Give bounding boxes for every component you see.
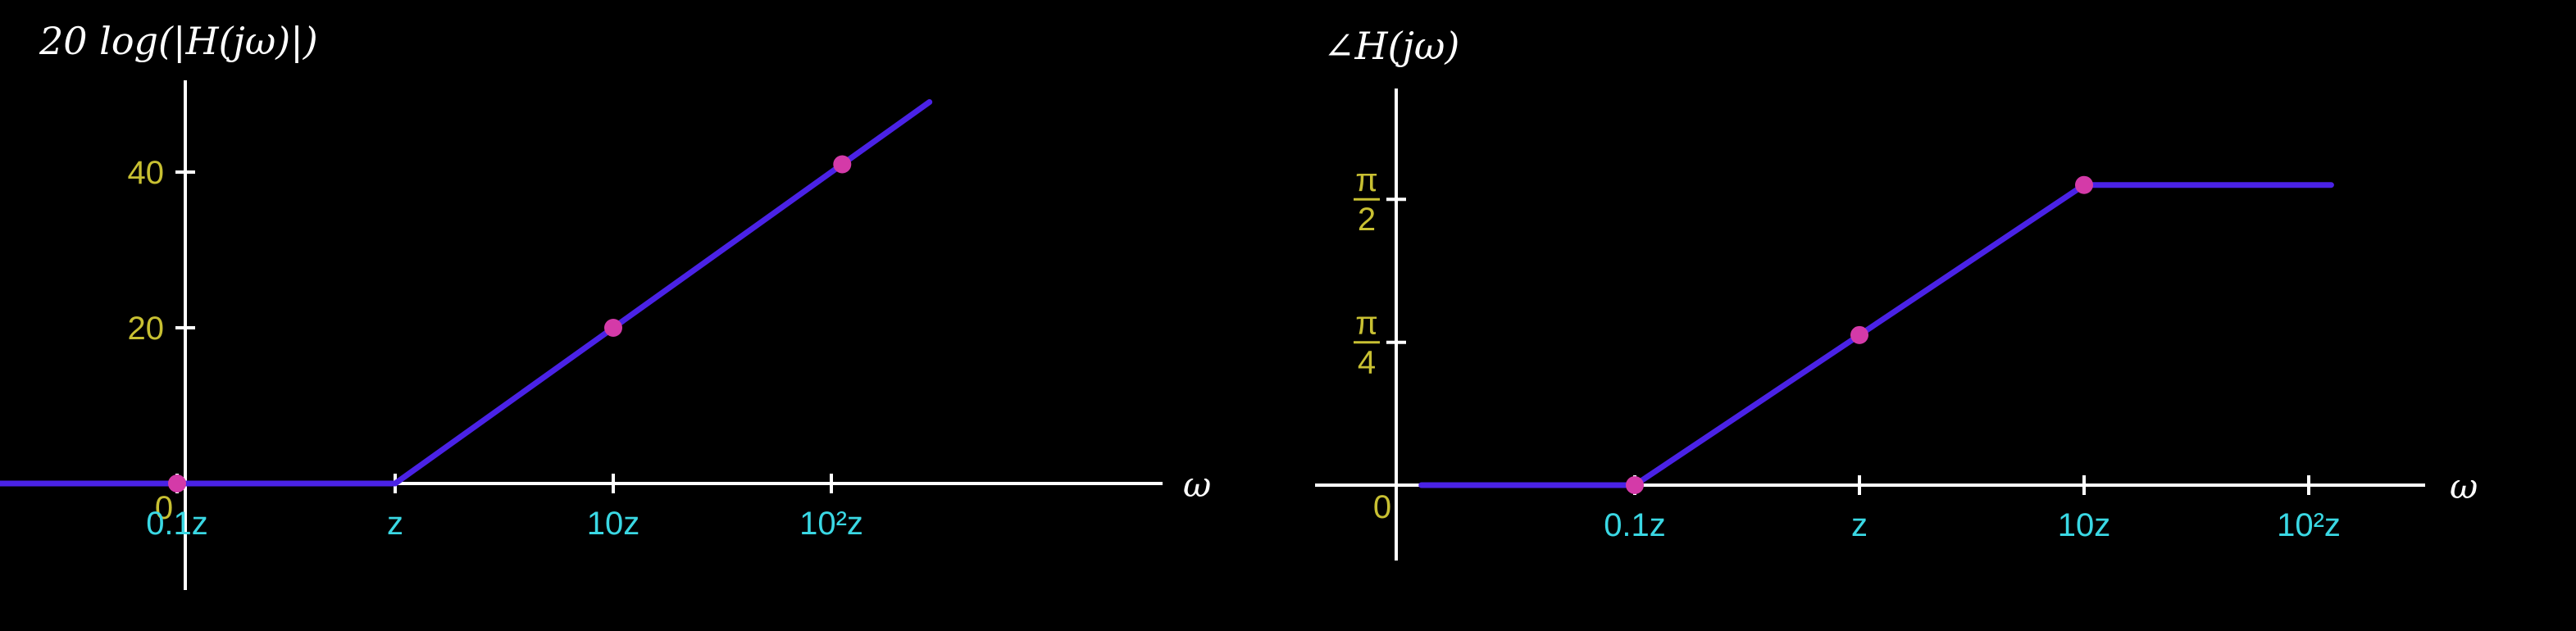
phase-marker-point — [1850, 325, 1868, 344]
phase-x-tick-label: 0.1z — [1604, 507, 1666, 543]
phase-y-tick-label-denominator: 4 — [1358, 345, 1376, 381]
phase-y-tick-label-numerator: π — [1355, 306, 1378, 342]
phase-chart-title: ∠H(jω) — [1323, 24, 1459, 68]
phase-x-tick-label: 10z — [2058, 507, 2111, 543]
phase-marker-point — [1626, 476, 1644, 494]
magnitude-chart-title: 20 log(|H(jω)|) — [39, 19, 318, 63]
magnitude-x-tick-label: 10²z — [799, 506, 863, 542]
magnitude-x-tick-label: z — [387, 506, 403, 542]
phase-x-axis-label: ω — [2450, 466, 2478, 506]
magnitude-marker-point — [168, 474, 186, 493]
phase-x-tick-label: 10²z — [2277, 507, 2341, 543]
magnitude-x-axis-label: ω — [1183, 465, 1211, 505]
phase-y-tick-label-numerator: π — [1355, 162, 1378, 198]
magnitude-x-tick-label: 10z — [587, 506, 640, 542]
magnitude-x-tick-label: 0.1z — [146, 506, 208, 542]
phase-marker-point — [2075, 175, 2093, 194]
magnitude-y-tick-label: 20 — [128, 311, 165, 347]
phase-y-origin-label: 0 — [1373, 489, 1391, 525]
magnitude-chart: 20 log(|H(jω)|) ω 0 0.1z z 10z 10²z 20 40 — [0, 19, 1211, 590]
magnitude-y-tick-label: 40 — [128, 155, 165, 191]
magnitude-marker-point — [833, 155, 852, 174]
phase-bode-asymptote-line — [1418, 182, 2334, 488]
phase-y-tick-label-denominator: 2 — [1358, 202, 1376, 238]
magnitude-marker-point — [604, 319, 622, 337]
phase-x-tick-label: z — [1851, 507, 1868, 543]
magnitude-bode-asymptote-line — [0, 99, 933, 487]
magnitude-y-origin-label: 0 — [155, 490, 173, 526]
